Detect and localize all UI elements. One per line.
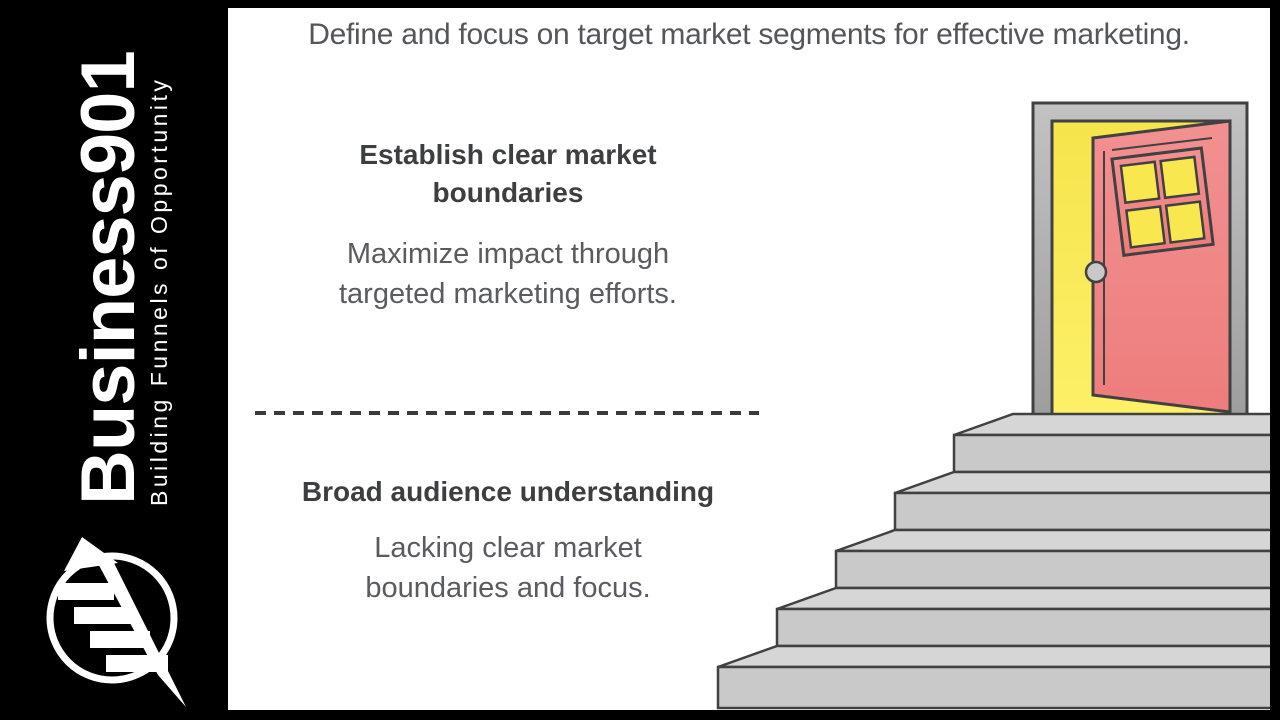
stair-steps bbox=[716, 412, 1270, 710]
brand-tagline: Building Funnels of Opportunity bbox=[146, 76, 172, 506]
door-knob bbox=[1084, 260, 1108, 284]
section-1-body: Maximize impact through targeted marketi… bbox=[339, 238, 677, 310]
door-window bbox=[1110, 146, 1215, 257]
dashed-divider bbox=[255, 411, 759, 415]
bolt-stairs-circle-logo-icon bbox=[46, 537, 186, 707]
section-2-heading: Broad audience understanding bbox=[301, 476, 715, 507]
slide-title: Define and focus on target market segmen… bbox=[308, 18, 1190, 51]
open-door bbox=[1084, 119, 1232, 414]
brand-name: Business901 bbox=[66, 51, 151, 505]
staircase-to-open-door-illustration bbox=[716, 101, 1270, 710]
section-1-heading: Establish clear market boundaries bbox=[359, 139, 657, 208]
brand-sidebar: Business901 Building Funnels of Opportun… bbox=[0, 0, 228, 720]
section-2-body: Lacking clear market boundaries and focu… bbox=[365, 532, 651, 604]
slide-panel: Define and focus on target market segmen… bbox=[228, 8, 1270, 710]
